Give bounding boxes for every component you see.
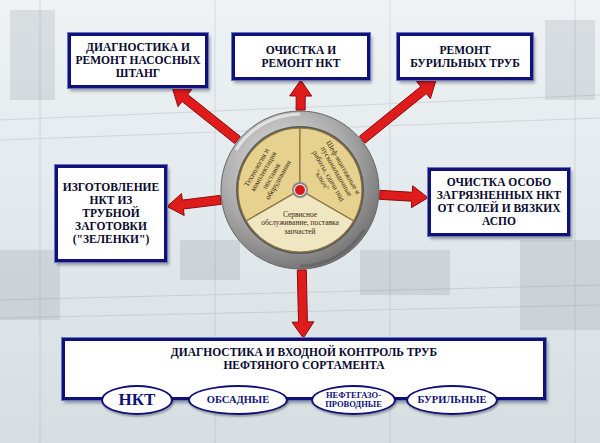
- service-box: ДИАГНОСТИКА И РЕМОНТ НАСОСНЫХ ШТАНГ: [68, 33, 208, 88]
- arrow-connector: [290, 80, 312, 110]
- arrow-shape: [167, 194, 221, 216]
- service-box: ОЧИСТКА ОСОБО ЗАГРЯЗНЕННЫХ НКТ ОТ СОЛЕЙ …: [428, 168, 570, 236]
- arrow-shape: [172, 88, 240, 144]
- sector-label: Сервисное обслуживание, поставка запчаст…: [259, 211, 341, 236]
- oval-label: БУРИЛЬНЫЕ: [417, 394, 486, 405]
- center-dot: [295, 185, 306, 196]
- box-label: РЕМОНТ БУРИЛЬНЫХ ТРУБ: [404, 44, 526, 70]
- pipe-type-oval: НЕФТЕГАЗО- ПРОВОДНЫЕ: [311, 385, 396, 415]
- arrow-shape: [292, 270, 314, 338]
- arrow-connector: [172, 88, 240, 144]
- service-box: ОЧИСТКА И РЕМОНТ НКТ: [232, 33, 370, 80]
- box-label: ДИАГНОСТИКА И РЕМОНТ НАСОСНЫХ ШТАНГ: [75, 41, 201, 80]
- oval-label: НЕФТЕГАЗО- ПРОВОДНЫЕ: [317, 391, 390, 409]
- box-label: ИЗГОТОВЛЕНИЕ НКТ ИЗ ТРУБНОЙ ЗАГОТОВКИ ("…: [62, 181, 160, 245]
- pipe-type-oval: НКТ: [101, 385, 173, 415]
- arrow-shape: [290, 80, 312, 110]
- arrow-connector: [380, 186, 428, 208]
- ring-inner-edge: [236, 126, 364, 254]
- arrow-connector: [167, 194, 221, 216]
- oval-label: ОБСАДНЫЕ: [207, 394, 269, 405]
- service-band: ДИАГНОСТИКА И ВХОДНОЙ КОНТРОЛЬ ТРУБ НЕФТ…: [62, 338, 546, 400]
- oval-label: НКТ: [119, 391, 156, 409]
- center-hub: [292, 182, 308, 198]
- arrow-shape: [380, 186, 428, 208]
- box-label: ОЧИСТКА И РЕМОНТ НКТ: [239, 44, 363, 70]
- arrow-connector: [359, 80, 436, 143]
- pipe-type-oval: БУРИЛЬНЫЕ: [406, 385, 498, 415]
- service-box: ИЗГОТОВЛЕНИЕ НКТ ИЗ ТРУБНОЙ ЗАГОТОВКИ ("…: [55, 165, 167, 262]
- gear-ring: [221, 111, 379, 269]
- arrow-connector: [292, 270, 314, 338]
- sector-wedge: [246, 190, 353, 252]
- service-box: РЕМОНТ БУРИЛЬНЫХ ТРУБ: [397, 33, 533, 80]
- sector-shape: [222, 112, 378, 268]
- box-label: ОЧИСТКА ОСОБО ЗАГРЯЗНЕННЫХ НКТ ОТ СОЛЕЙ …: [435, 176, 563, 228]
- wheel-sector: Сервисное обслуживание, поставка запчаст…: [222, 112, 378, 268]
- arrow-shape: [359, 80, 436, 143]
- pipe-type-oval: ОБСАДНЫЕ: [188, 385, 288, 415]
- band-title: ДИАГНОСТИКА И ВХОДНОЙ КОНТРОЛЬ ТРУБ НЕФТ…: [139, 346, 469, 372]
